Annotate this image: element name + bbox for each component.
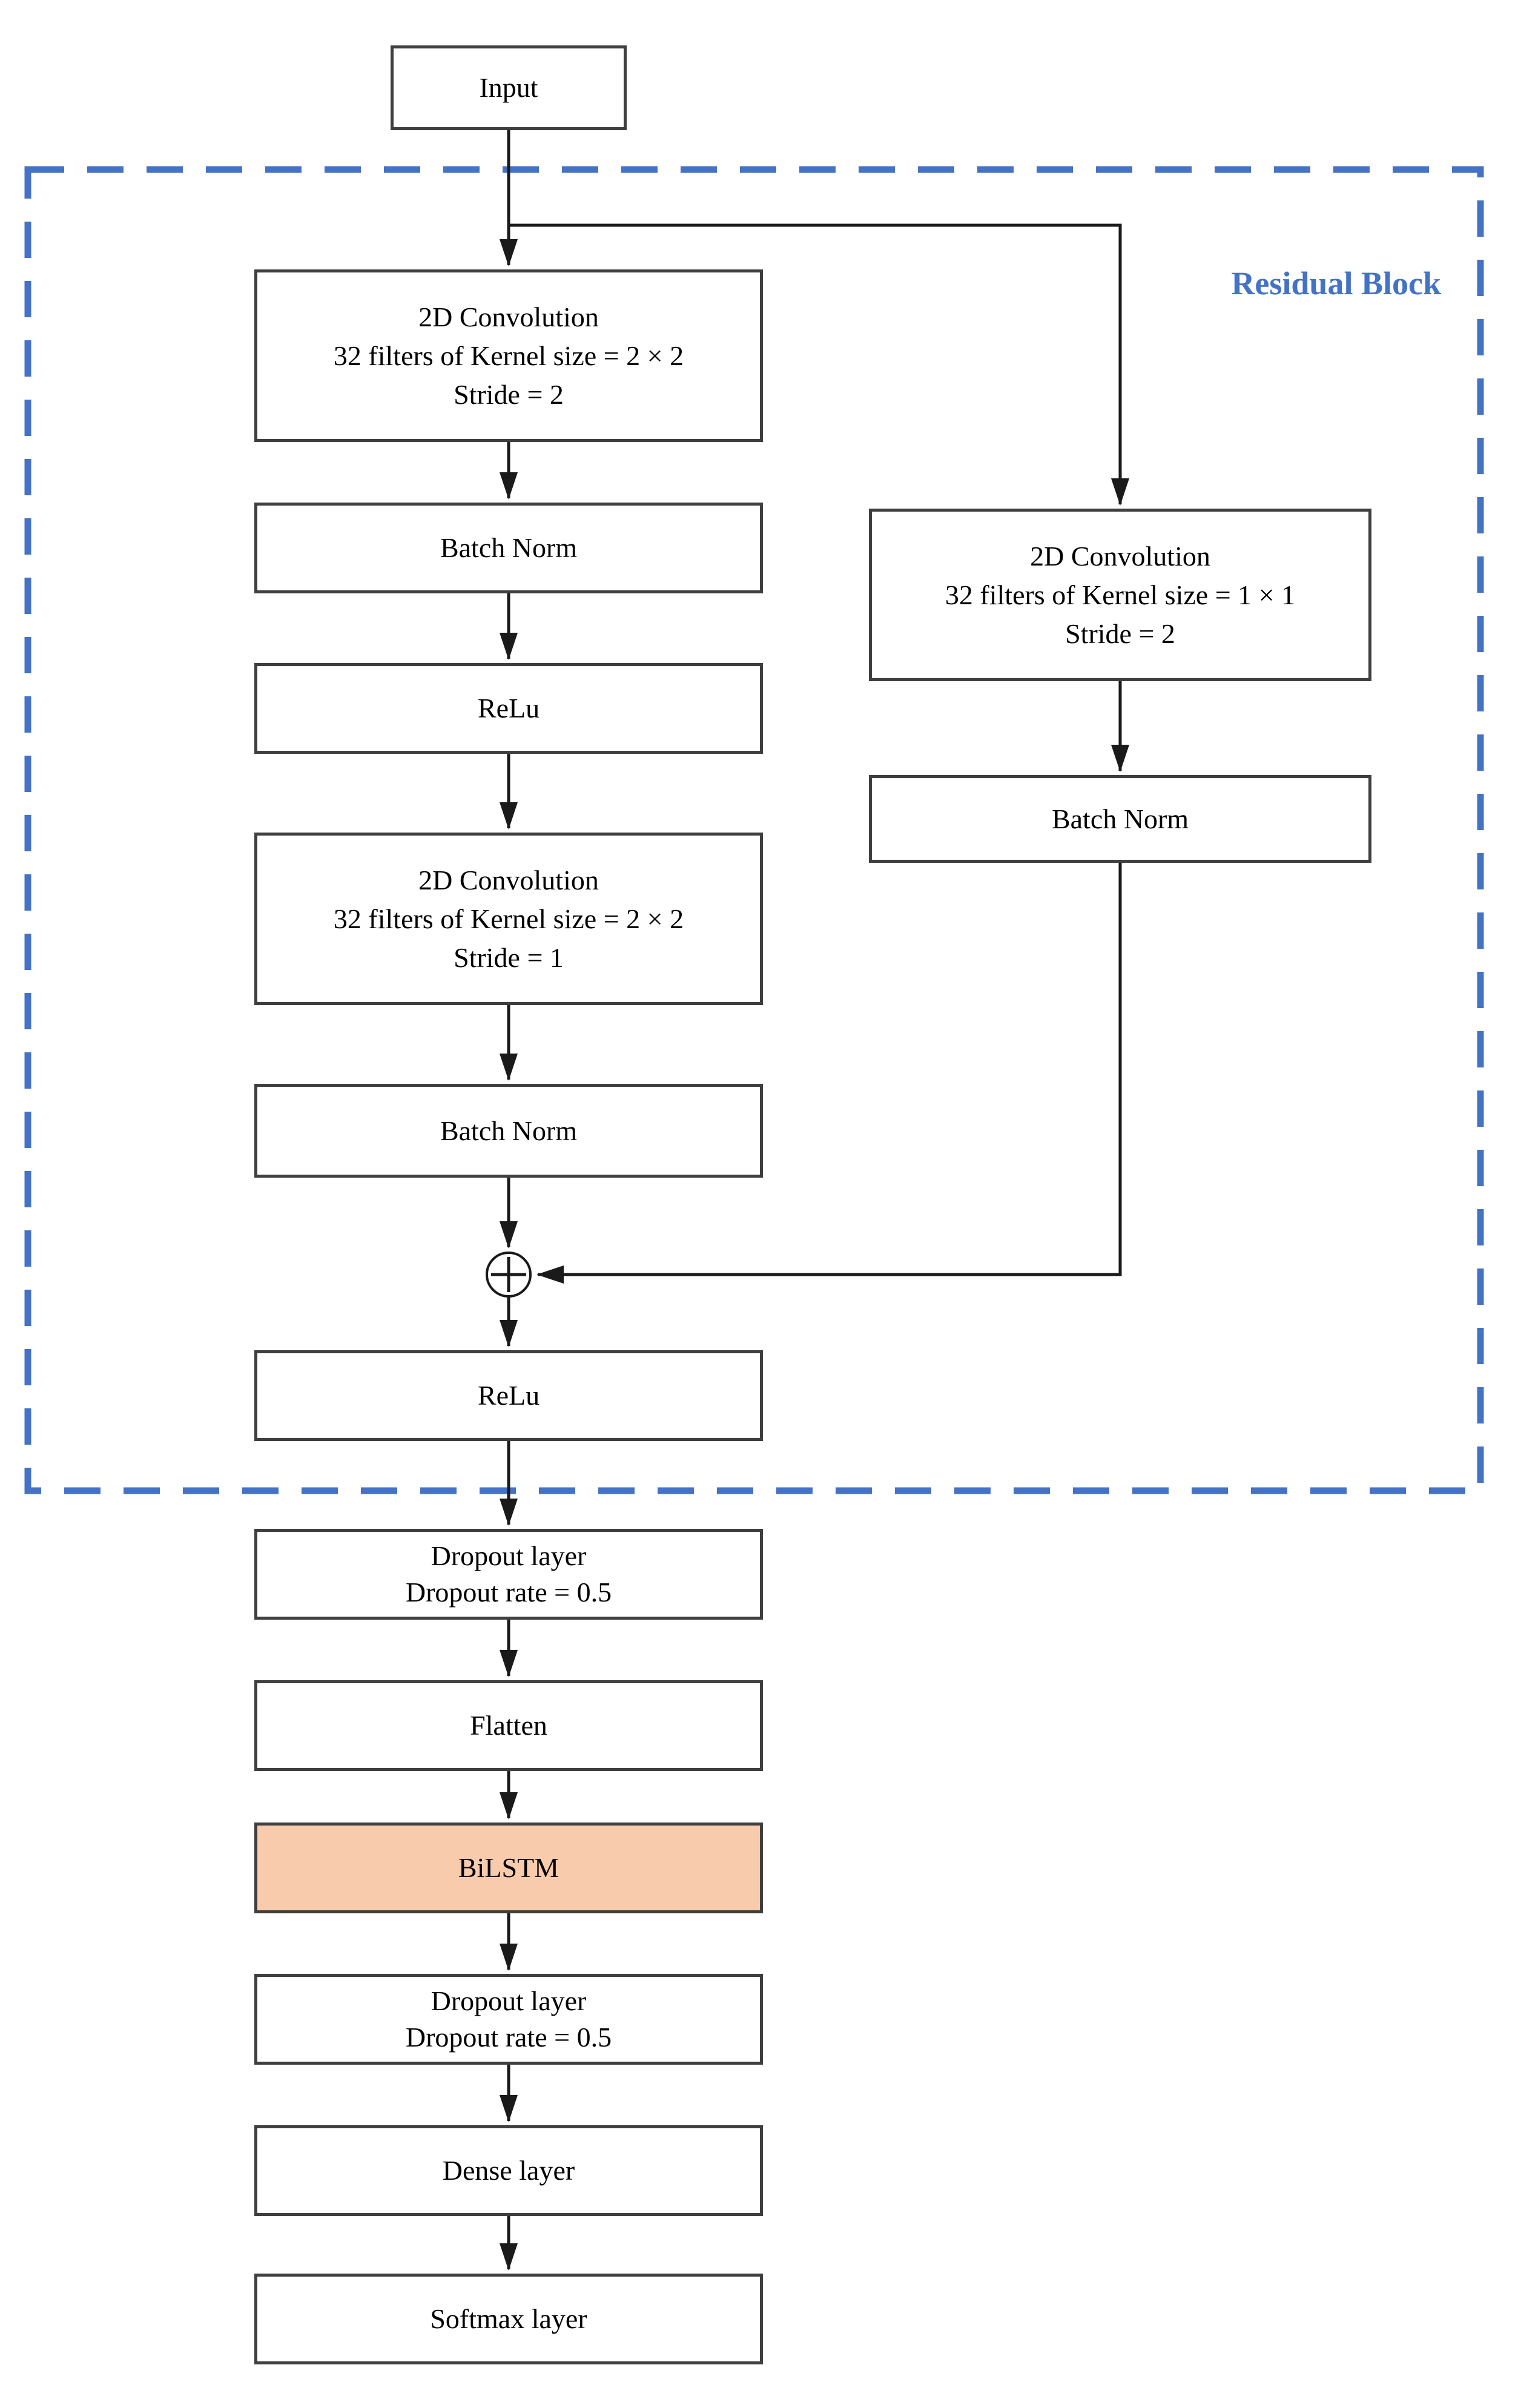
node-conv2d-skip: 2D Convolution 32 filters of Kernel size… xyxy=(869,509,1371,681)
node-label: Batch Norm xyxy=(440,532,578,563)
node-detail: Stride = 2 xyxy=(454,378,564,410)
node-batchnorm-2: Batch Norm xyxy=(254,1084,763,1178)
node-relu-1: ReLu xyxy=(254,663,763,754)
node-detail: Stride = 1 xyxy=(454,942,564,973)
node-label: ReLu xyxy=(477,1380,540,1411)
node-label: Dropout layer xyxy=(431,1985,587,2016)
circled-plus-icon xyxy=(486,1252,532,1298)
node-detail: Dropout rate = 0.5 xyxy=(405,1577,612,1608)
node-detail: 32 filters of Kernel size = 2 × 2 xyxy=(333,340,684,371)
node-bilstm: BiLSTM xyxy=(254,1822,763,1913)
node-label: Batch Norm xyxy=(440,1115,578,1146)
edge-skip-branch xyxy=(509,223,1129,506)
node-flatten: Flatten xyxy=(254,1680,763,1771)
node-relu-2: ReLu xyxy=(254,1350,763,1441)
node-conv2d-2: 2D Convolution 32 filters of Kernel size… xyxy=(254,833,763,1005)
node-label: BiLSTM xyxy=(458,1852,559,1883)
node-label: Flatten xyxy=(470,1710,547,1741)
node-dense: Dense layer xyxy=(254,2125,763,2216)
node-label: Dropout layer xyxy=(431,1540,587,1571)
node-dropout-2: Dropout layer Dropout rate = 0.5 xyxy=(254,1974,763,2065)
residual-block-label: Residual Block xyxy=(1231,265,1441,302)
node-dropout-1: Dropout layer Dropout rate = 0.5 xyxy=(254,1529,763,1620)
node-detail: Stride = 2 xyxy=(1065,618,1175,649)
node-softmax: Softmax layer xyxy=(254,2274,763,2364)
node-label: 2D Convolution xyxy=(418,864,599,896)
node-conv2d-1: 2D Convolution 32 filters of Kernel size… xyxy=(254,269,763,442)
node-batchnorm-skip: Batch Norm xyxy=(869,775,1371,863)
residual-block-frame xyxy=(24,166,1484,1494)
node-label: Dense layer xyxy=(442,2155,575,2186)
node-label: Softmax layer xyxy=(430,2303,587,2334)
node-label: Batch Norm xyxy=(1051,803,1189,834)
node-detail: 32 filters of Kernel size = 2 × 2 xyxy=(333,903,684,934)
node-label: 2D Convolution xyxy=(418,301,599,332)
node-detail: 32 filters of Kernel size = 1 × 1 xyxy=(945,579,1296,610)
edge-bnskip-merge xyxy=(536,863,1122,1284)
node-input: Input xyxy=(391,45,627,130)
node-label: ReLu xyxy=(477,693,540,724)
node-label: Input xyxy=(479,72,538,103)
node-batchnorm-1: Batch Norm xyxy=(254,503,763,593)
node-label: 2D Convolution xyxy=(1030,540,1210,572)
node-detail: Dropout rate = 0.5 xyxy=(405,2022,612,2053)
